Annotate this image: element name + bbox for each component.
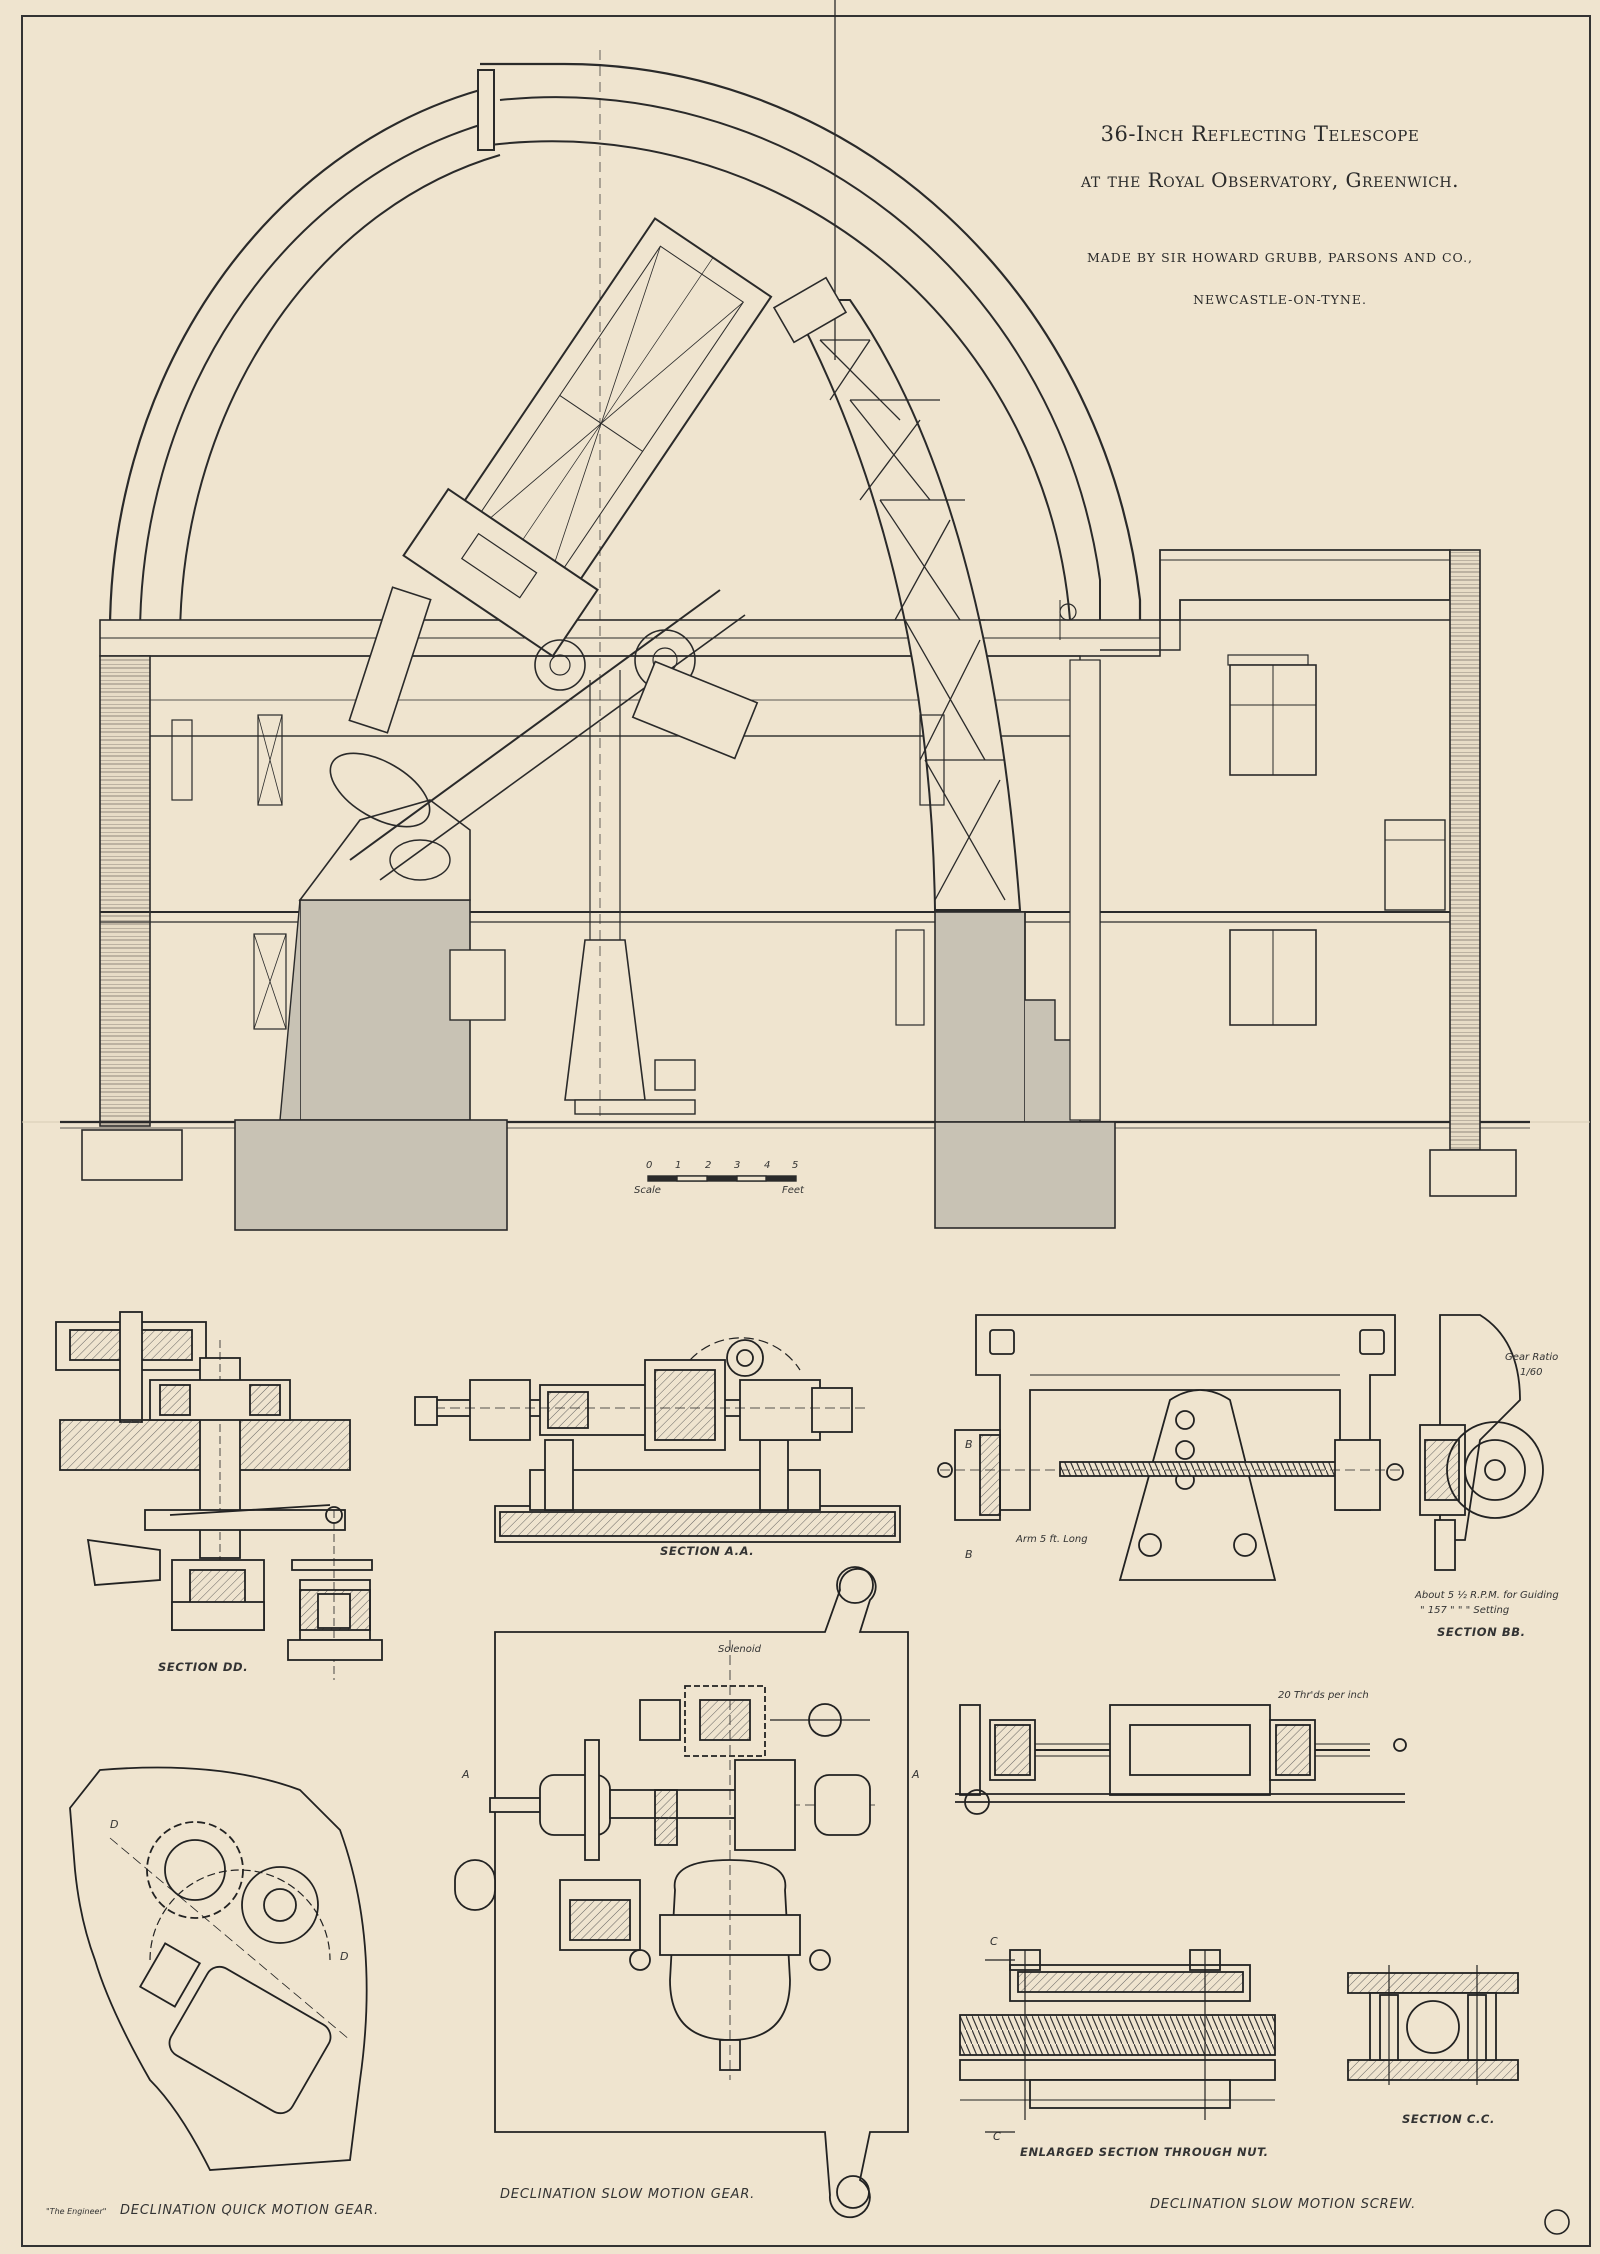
title-line-1: 36-Inch Reflecting Telescope	[1100, 122, 1420, 146]
enlarged-section-label: ENLARGED SECTION THROUGH NUT.	[1020, 2145, 1269, 2159]
letter-c-bottom: C	[993, 2130, 1001, 2143]
section-aa-label: SECTION A.A.	[660, 1544, 755, 1558]
slow-motion-gear-drawing	[454, 1566, 909, 2219]
scale-tick-1: 1	[675, 1160, 682, 1171]
slow-gear-caption: DECLINATION SLOW MOTION GEAR.	[500, 2187, 756, 2202]
letter-d-bottom: D	[340, 1950, 349, 1963]
scale-tick-4: 4	[764, 1160, 771, 1171]
maker-line: MADE BY SIR HOWARD GRUBB, PARSONS AND CO…	[1086, 250, 1474, 265]
rpm-guiding-label: About 5 ½ R.P.M. for Guiding	[1415, 1590, 1559, 1601]
engineer-credit: "The Engineer"	[46, 2207, 107, 2216]
threads-label: 20 Thr'ds per inch	[1278, 1690, 1369, 1701]
title-line-2: at the Royal Observatory, Greenwich.	[1081, 168, 1459, 192]
monogram-icon	[1544, 2209, 1570, 2235]
observatory-section	[60, 0, 1530, 1231]
town-line: NEWCASTLE-ON-TYNE.	[1193, 292, 1367, 307]
slow-motion-screw-drawing	[955, 1704, 1407, 1815]
letter-b-top: B	[965, 1438, 973, 1451]
letter-a-right: A	[912, 1768, 920, 1781]
solenoid-label: Solenoid	[718, 1644, 761, 1655]
scale-tick-5: 5	[792, 1160, 799, 1171]
scale-bar	[647, 1175, 797, 1182]
scale-right-label: Feet	[782, 1185, 804, 1196]
letter-d-top: D	[110, 1818, 119, 1831]
letter-c-top: C	[990, 1935, 998, 1948]
rpm-setting-label: " 157 " " " Setting	[1420, 1605, 1510, 1616]
section-dd-drawing	[55, 1311, 383, 1680]
scale-tick-3: 3	[734, 1160, 741, 1171]
section-bb-label: SECTION BB.	[1437, 1625, 1526, 1639]
gear-ratio-label: Gear Ratio	[1505, 1352, 1559, 1363]
slow-screw-caption: DECLINATION SLOW MOTION SCREW.	[1150, 2197, 1417, 2212]
scale-left-label: Scale	[634, 1185, 661, 1196]
gear-ratio-value: 1/60	[1520, 1367, 1543, 1378]
section-aa-drawing	[414, 1337, 901, 1543]
section-cc-label: SECTION C.C.	[1402, 2112, 1495, 2126]
enlarged-nut-drawing	[959, 1949, 1276, 2133]
letter-b-bottom: B	[965, 1548, 973, 1561]
quick-motion-caption: DECLINATION QUICK MOTION GEAR.	[120, 2203, 379, 2218]
scale-tick-2: 2	[705, 1160, 712, 1171]
quick-motion-gear-drawing	[69, 1766, 368, 2171]
letter-a-left: A	[462, 1768, 470, 1781]
scale-tick-0: 0	[646, 1160, 653, 1171]
section-bb-drawing	[937, 1314, 1544, 1581]
section-cc-drawing	[1347, 1965, 1519, 2085]
section-dd-label: SECTION DD.	[158, 1660, 249, 1674]
arm-label: Arm 5 ft. Long	[1016, 1534, 1088, 1545]
